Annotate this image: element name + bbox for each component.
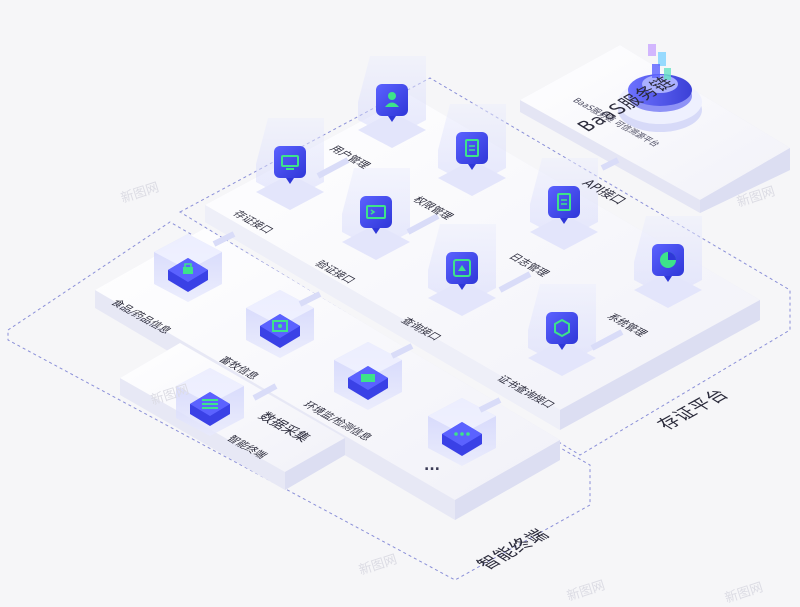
data-source-cube-1 [246,290,314,358]
sensor-icon [361,374,375,382]
flow-arrow [498,271,532,293]
stack-icon [202,399,218,409]
platform-module-6 [634,216,702,308]
search-window-icon [446,252,478,290]
flow-arrow [590,329,624,351]
flow-arrow [600,157,620,171]
pie-chart-icon [652,244,684,282]
lock-box-icon [183,263,193,274]
data-source-cube-3 [428,398,496,466]
platform-module-0 [358,56,426,148]
document-icon [456,132,488,170]
platform-module-4 [530,158,598,250]
platform-module-7 [528,284,596,376]
platform-module-2 [438,104,506,196]
flow-arrow [390,343,414,359]
platform-module-3 [342,168,410,260]
flow-arrow [316,157,350,179]
user-icon [376,84,408,122]
data-source-cube-0 [154,234,222,302]
flow-arrow [212,231,236,247]
smart-terminal-region [7,221,591,581]
data-source-cube-2 [334,342,402,410]
flow-arrow [252,383,278,401]
network-icon [272,320,288,332]
log-icon [548,186,580,224]
cube-icon [546,312,578,350]
flow-arrow [478,397,502,413]
flow-arrow [406,213,440,235]
platform-module-1 [256,118,324,210]
terminal-icon [360,196,392,234]
data-collection-device [176,368,244,436]
source-label-more: ... [424,458,440,474]
certificate-icon [274,146,306,184]
flow-arrow [298,291,322,307]
platform-module-5 [428,224,496,316]
dots-icon [454,432,470,436]
baas-server-icon [618,44,702,132]
